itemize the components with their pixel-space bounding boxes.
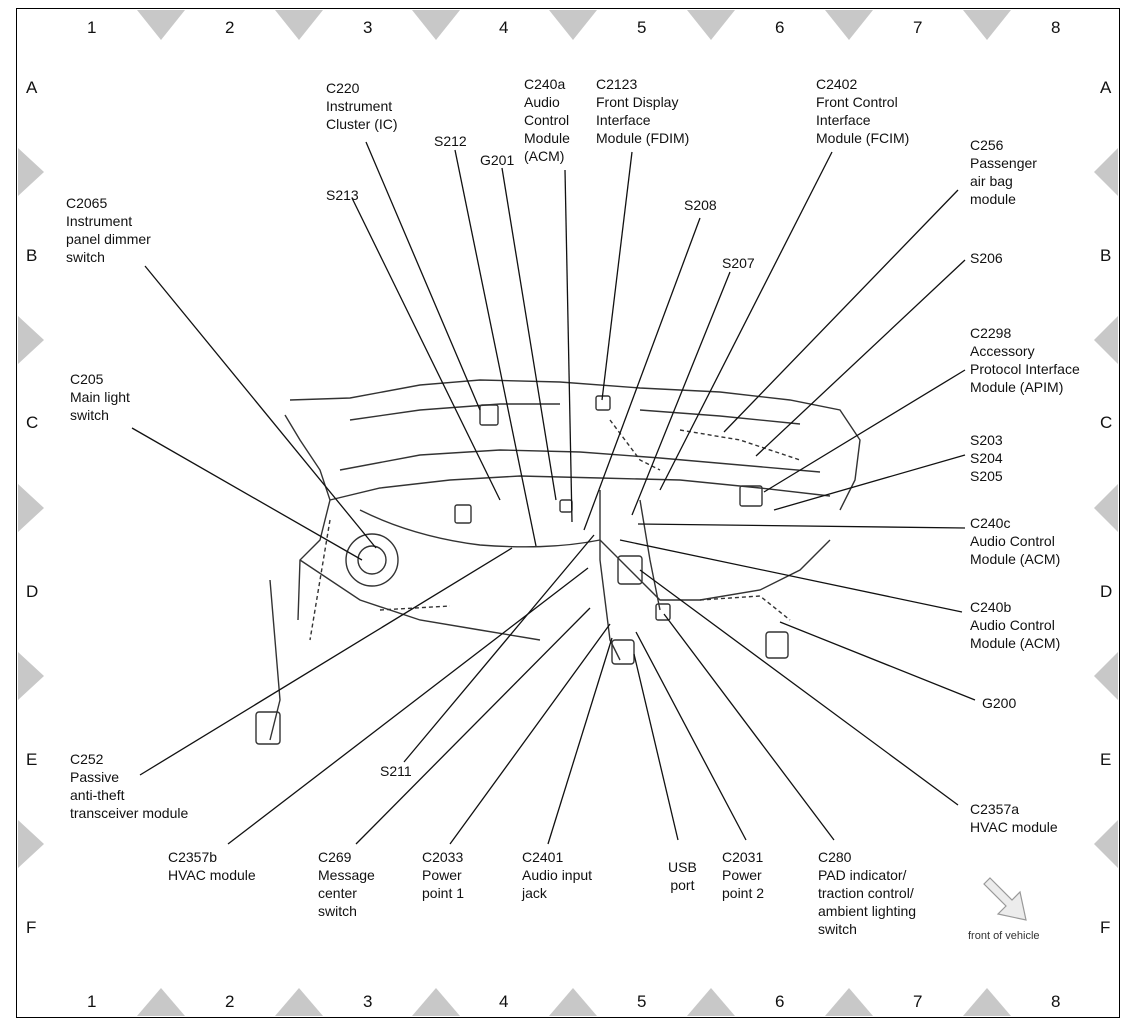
callout-c2065: C2065 Instrument panel dimmer switch: [66, 195, 151, 265]
bottom-marker-6: [825, 988, 873, 1016]
bottom-column-label-6: 6: [775, 992, 785, 1011]
bottom-column-label-4: 4: [499, 992, 509, 1011]
bottom-column-label-5: 5: [637, 992, 647, 1011]
callout-c2298: C2298 Accessory Protocol Interface Modul…: [970, 325, 1080, 395]
bottom-marker-5: [687, 988, 735, 1016]
callout-s207: S207: [722, 255, 755, 271]
right-row-label-B: B: [1100, 246, 1112, 265]
callout-s208: S208: [684, 197, 717, 213]
callout-s212: S212: [434, 133, 467, 149]
left-row-label-D: D: [26, 582, 39, 601]
left-marker-4: [18, 652, 44, 700]
left-row-label-B: B: [26, 246, 38, 265]
top-column-label-8: 8: [1051, 18, 1061, 37]
top-marker-7: [963, 10, 1011, 40]
right-marker-1: [1094, 148, 1118, 196]
callout-c240a: C240a Audio Control Module (ACM): [524, 76, 570, 164]
left-row-label-F: F: [26, 918, 37, 937]
bottom-marker-4: [549, 988, 597, 1016]
callout-c220: C220 Instrument Cluster (IC): [326, 80, 398, 132]
front-of-vehicle-label: front of vehicle: [968, 930, 1040, 942]
callout-s213: S213: [326, 187, 359, 203]
right-marker-2: [1094, 316, 1118, 364]
top-column-label-4: 4: [499, 18, 509, 37]
left-row-label-E: E: [26, 750, 38, 769]
callout-leader-lines: [131, 141, 976, 845]
right-row-label-E: E: [1100, 750, 1112, 769]
callout-c205: C205 Main light switch: [70, 371, 130, 423]
left-row-label-C: C: [26, 413, 39, 432]
callout-g201: G201: [480, 152, 515, 168]
left-row-label-A: A: [26, 78, 38, 97]
callout-c240b: C240b Audio Control Module (ACM): [970, 599, 1061, 651]
left-marker-5: [18, 820, 44, 868]
right-row-label-D: D: [1100, 582, 1113, 601]
bottom-marker-3: [412, 988, 460, 1016]
callout-g200: G200: [982, 695, 1017, 711]
top-column-label-3: 3: [363, 18, 373, 37]
top-marker-5: [687, 10, 735, 40]
callout-c269: C269 Message center switch: [318, 849, 375, 919]
bottom-marker-2: [275, 988, 323, 1016]
callout-s211: S211: [380, 763, 412, 779]
top-column-label-1: 1: [87, 18, 97, 37]
top-marker-1: [137, 10, 185, 40]
top-marker-3: [412, 10, 460, 40]
bottom-column-label-1: 1: [87, 992, 97, 1011]
top-marker-2: [275, 10, 323, 40]
top-column-label-5: 5: [637, 18, 647, 37]
instrument-panel-drawing: [255, 379, 861, 745]
right-marker-3: [1094, 484, 1118, 532]
diagram-frame: [16, 8, 1120, 1018]
callout-c252: C252 Passive anti-theft transceiver modu…: [70, 751, 189, 821]
right-row-label-F: F: [1100, 918, 1111, 937]
top-column-label-2: 2: [225, 18, 235, 37]
right-marker-5: [1094, 820, 1118, 868]
front-of-vehicle-arrow: [983, 877, 1027, 921]
left-marker-3: [18, 484, 44, 532]
callout-c256: C256 Passenger air bag module: [970, 137, 1037, 207]
callout-c2031: C2031 Power point 2: [722, 849, 765, 901]
bottom-column-label-2: 2: [225, 992, 235, 1011]
bottom-marker-1: [137, 988, 185, 1016]
callout-c2357b: C2357b HVAC module: [168, 849, 256, 883]
callout-c2033: C2033 Power point 1: [422, 849, 465, 901]
callout-c2123: C2123 Front Display Interface Module (FD…: [596, 76, 690, 146]
top-column-label-7: 7: [913, 18, 923, 37]
bottom-column-label-7: 7: [913, 992, 923, 1011]
bottom-column-label-3: 3: [363, 992, 373, 1011]
callout-c2357a: C2357a HVAC module: [970, 801, 1058, 835]
bottom-column-label-8: 8: [1051, 992, 1061, 1011]
left-marker-2: [18, 316, 44, 364]
callout-usb: USB port: [668, 859, 697, 893]
callout-c280: C280 PAD indicator/ traction control/ am…: [818, 849, 917, 937]
callout-s206: S206: [970, 250, 1003, 266]
callout-c240c: C240c Audio Control Module (ACM): [970, 515, 1061, 567]
left-marker-1: [18, 148, 44, 196]
callout-s203-s205: S203 S204 S205: [970, 432, 1003, 484]
top-marker-4: [549, 10, 597, 40]
bottom-marker-7: [963, 988, 1011, 1016]
callout-c2402: C2402 Front Control Interface Module (FC…: [816, 76, 910, 146]
callout-c2401: C2401 Audio input jack: [522, 849, 593, 901]
right-row-label-A: A: [1100, 78, 1112, 97]
right-marker-4: [1094, 652, 1118, 700]
top-column-label-6: 6: [775, 18, 785, 37]
top-marker-6: [825, 10, 873, 40]
right-row-label-C: C: [1100, 413, 1113, 432]
